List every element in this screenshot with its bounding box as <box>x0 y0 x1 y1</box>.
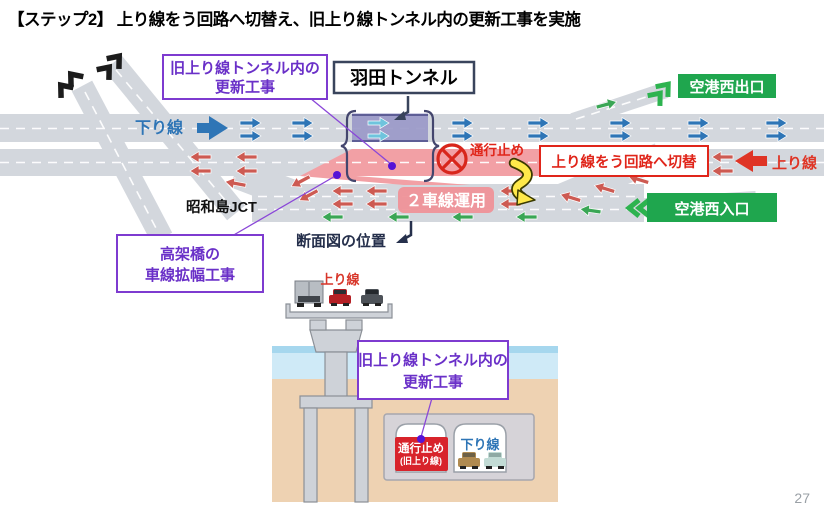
viaduct-widening-callout: 高架橋の 車線拡幅工事 <box>116 234 264 293</box>
svg-text:上り線をう回路へ切替: 上り線をう回路へ切替 <box>552 153 697 171</box>
callout-leader-lines <box>231 97 393 237</box>
svg-text:(旧上り線): (旧上り線) <box>400 455 442 466</box>
section-down-line-label: 下り線 <box>460 437 500 452</box>
viaduct-vehicles <box>294 280 383 307</box>
jct-label: 昭和島JCT <box>186 198 257 216</box>
gray-car-icon <box>361 289 383 306</box>
leader-dot <box>333 171 341 179</box>
viaduct-structure <box>285 303 393 503</box>
closed-transition-section <box>300 176 470 185</box>
tunnel-pointer-arrow-icon <box>394 111 406 120</box>
haneda-tunnel-label-box: 羽田トンネル <box>332 60 476 120</box>
up-line-label: 上り線 <box>772 154 817 172</box>
two-lane-operation-badge: ２車線運用 <box>398 187 494 213</box>
exit-chevron-icons <box>647 81 671 107</box>
svg-text:高架橋の: 高架橋の <box>160 245 220 263</box>
closure-label: 通行止め <box>470 142 524 158</box>
tunnel-extent-braces <box>340 109 440 183</box>
down-line-label: 下り線 <box>135 118 183 137</box>
lane-markings <box>0 69 824 233</box>
section-up-line-label: 上り線 <box>320 272 360 287</box>
airport-west-entrance-sign: 空港西入口 <box>647 193 777 222</box>
svg-text:旧上り線トンネル内の: 旧上り線トンネル内の <box>170 59 320 77</box>
red-car-icon <box>329 289 351 306</box>
svg-text:空港西出口: 空港西出口 <box>689 78 764 96</box>
teal-car-icon <box>484 452 506 469</box>
svg-text:通行止め: 通行止め <box>398 441 444 455</box>
svg-text:２車線運用: ２車線運用 <box>406 191 486 210</box>
switch-callout: 上り線をう回路へ切替 <box>539 145 709 177</box>
entrance-chevron-icons <box>624 198 651 218</box>
jct-direction-chevron-icons <box>57 52 123 99</box>
tunnel-section-overlay <box>352 113 428 142</box>
svg-text:空港西入口: 空港西入口 <box>674 200 749 218</box>
svg-text:更新工事: 更新工事 <box>403 373 463 391</box>
tan-car-icon <box>458 452 480 469</box>
leader-dot <box>417 435 425 443</box>
page-number: 27 <box>794 490 810 506</box>
section-position-label: 断面図の位置 <box>296 232 386 250</box>
callout-leader-line <box>420 397 433 438</box>
up-line-direction-arrow-icon <box>735 150 767 172</box>
cross-section-panel: 上り線 通行止め (旧上り線) 下り線 <box>272 272 558 503</box>
old-tunnel-work-callout: 旧上り線トンネル内の 更新工事 <box>162 54 328 100</box>
section-position-arrow-icon <box>396 221 413 243</box>
down-line-direction-arrow-icon <box>197 116 228 140</box>
svg-text:羽田トンネル: 羽田トンネル <box>350 68 458 88</box>
closed-bore <box>395 437 448 471</box>
section-work-callout: 旧上り線トンネル内の 更新工事 <box>357 340 509 400</box>
leader-dot <box>388 162 396 170</box>
tunnel-cross-section: 通行止め (旧上り線) 下り線 <box>383 413 535 481</box>
switch-yellow-arrow-icon <box>508 157 536 206</box>
svg-text:更新工事: 更新工事 <box>215 78 275 96</box>
slide-title: 【ステップ2】 上り線をう回路へ切替え、旧上り線トンネル内の更新工事を実施 <box>8 11 581 29</box>
svg-text:旧上り線トンネル内の: 旧上り線トンネル内の <box>358 351 508 369</box>
svg-text:車線拡幅工事: 車線拡幅工事 <box>145 266 235 284</box>
jct-ramp-right <box>104 55 245 221</box>
airport-west-exit-sign: 空港西出口 <box>678 74 776 98</box>
no-entry-icon <box>436 143 468 175</box>
